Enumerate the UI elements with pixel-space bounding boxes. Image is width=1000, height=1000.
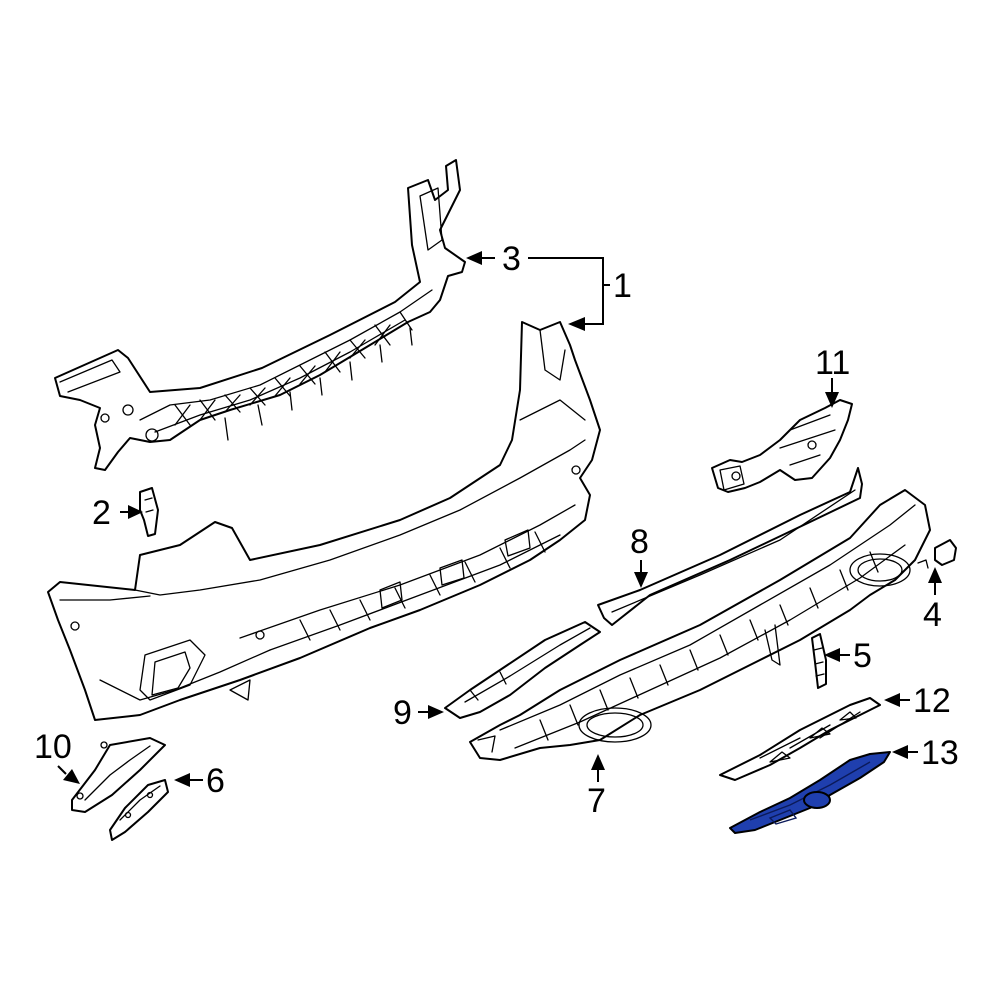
- callout-8: 8: [630, 523, 649, 561]
- part-5-retainer[interactable]: [811, 633, 827, 689]
- callout-labels: 1 2 3 4 5 6 7 8 9 10 11 12 13: [34, 240, 959, 820]
- part-8-trim-strip[interactable]: [597, 467, 863, 626]
- callout-2: 2: [92, 494, 111, 532]
- callout-4: 4: [923, 596, 942, 634]
- callout-6: 6: [206, 762, 225, 800]
- part-7-diffuser[interactable]: [469, 489, 931, 761]
- callout-1: 1: [613, 267, 632, 305]
- callout-12: 12: [913, 682, 951, 720]
- callout-5: 5: [853, 637, 872, 675]
- callout-11: 11: [815, 344, 850, 382]
- part-12-shield[interactable]: [719, 697, 881, 781]
- part-10-reflector[interactable]: [71, 737, 166, 813]
- callout-9: 9: [393, 694, 412, 732]
- part-4-clip[interactable]: [917, 539, 957, 569]
- callout-7: 7: [587, 782, 606, 820]
- callout-13: 13: [921, 734, 959, 772]
- part-1-bumper-cover[interactable]: [47, 321, 601, 721]
- callout-10: 10: [34, 728, 72, 766]
- part-3-reinforcement-beam[interactable]: [54, 159, 466, 471]
- part-11-side-bracket[interactable]: [711, 399, 853, 493]
- part-9-trim[interactable]: [444, 621, 601, 719]
- part-13-highlighted-panel[interactable]: [729, 751, 891, 834]
- leader-lines: [57, 251, 942, 787]
- callout-3: 3: [502, 240, 521, 278]
- part-6-reflector-bracket[interactable]: [109, 779, 169, 841]
